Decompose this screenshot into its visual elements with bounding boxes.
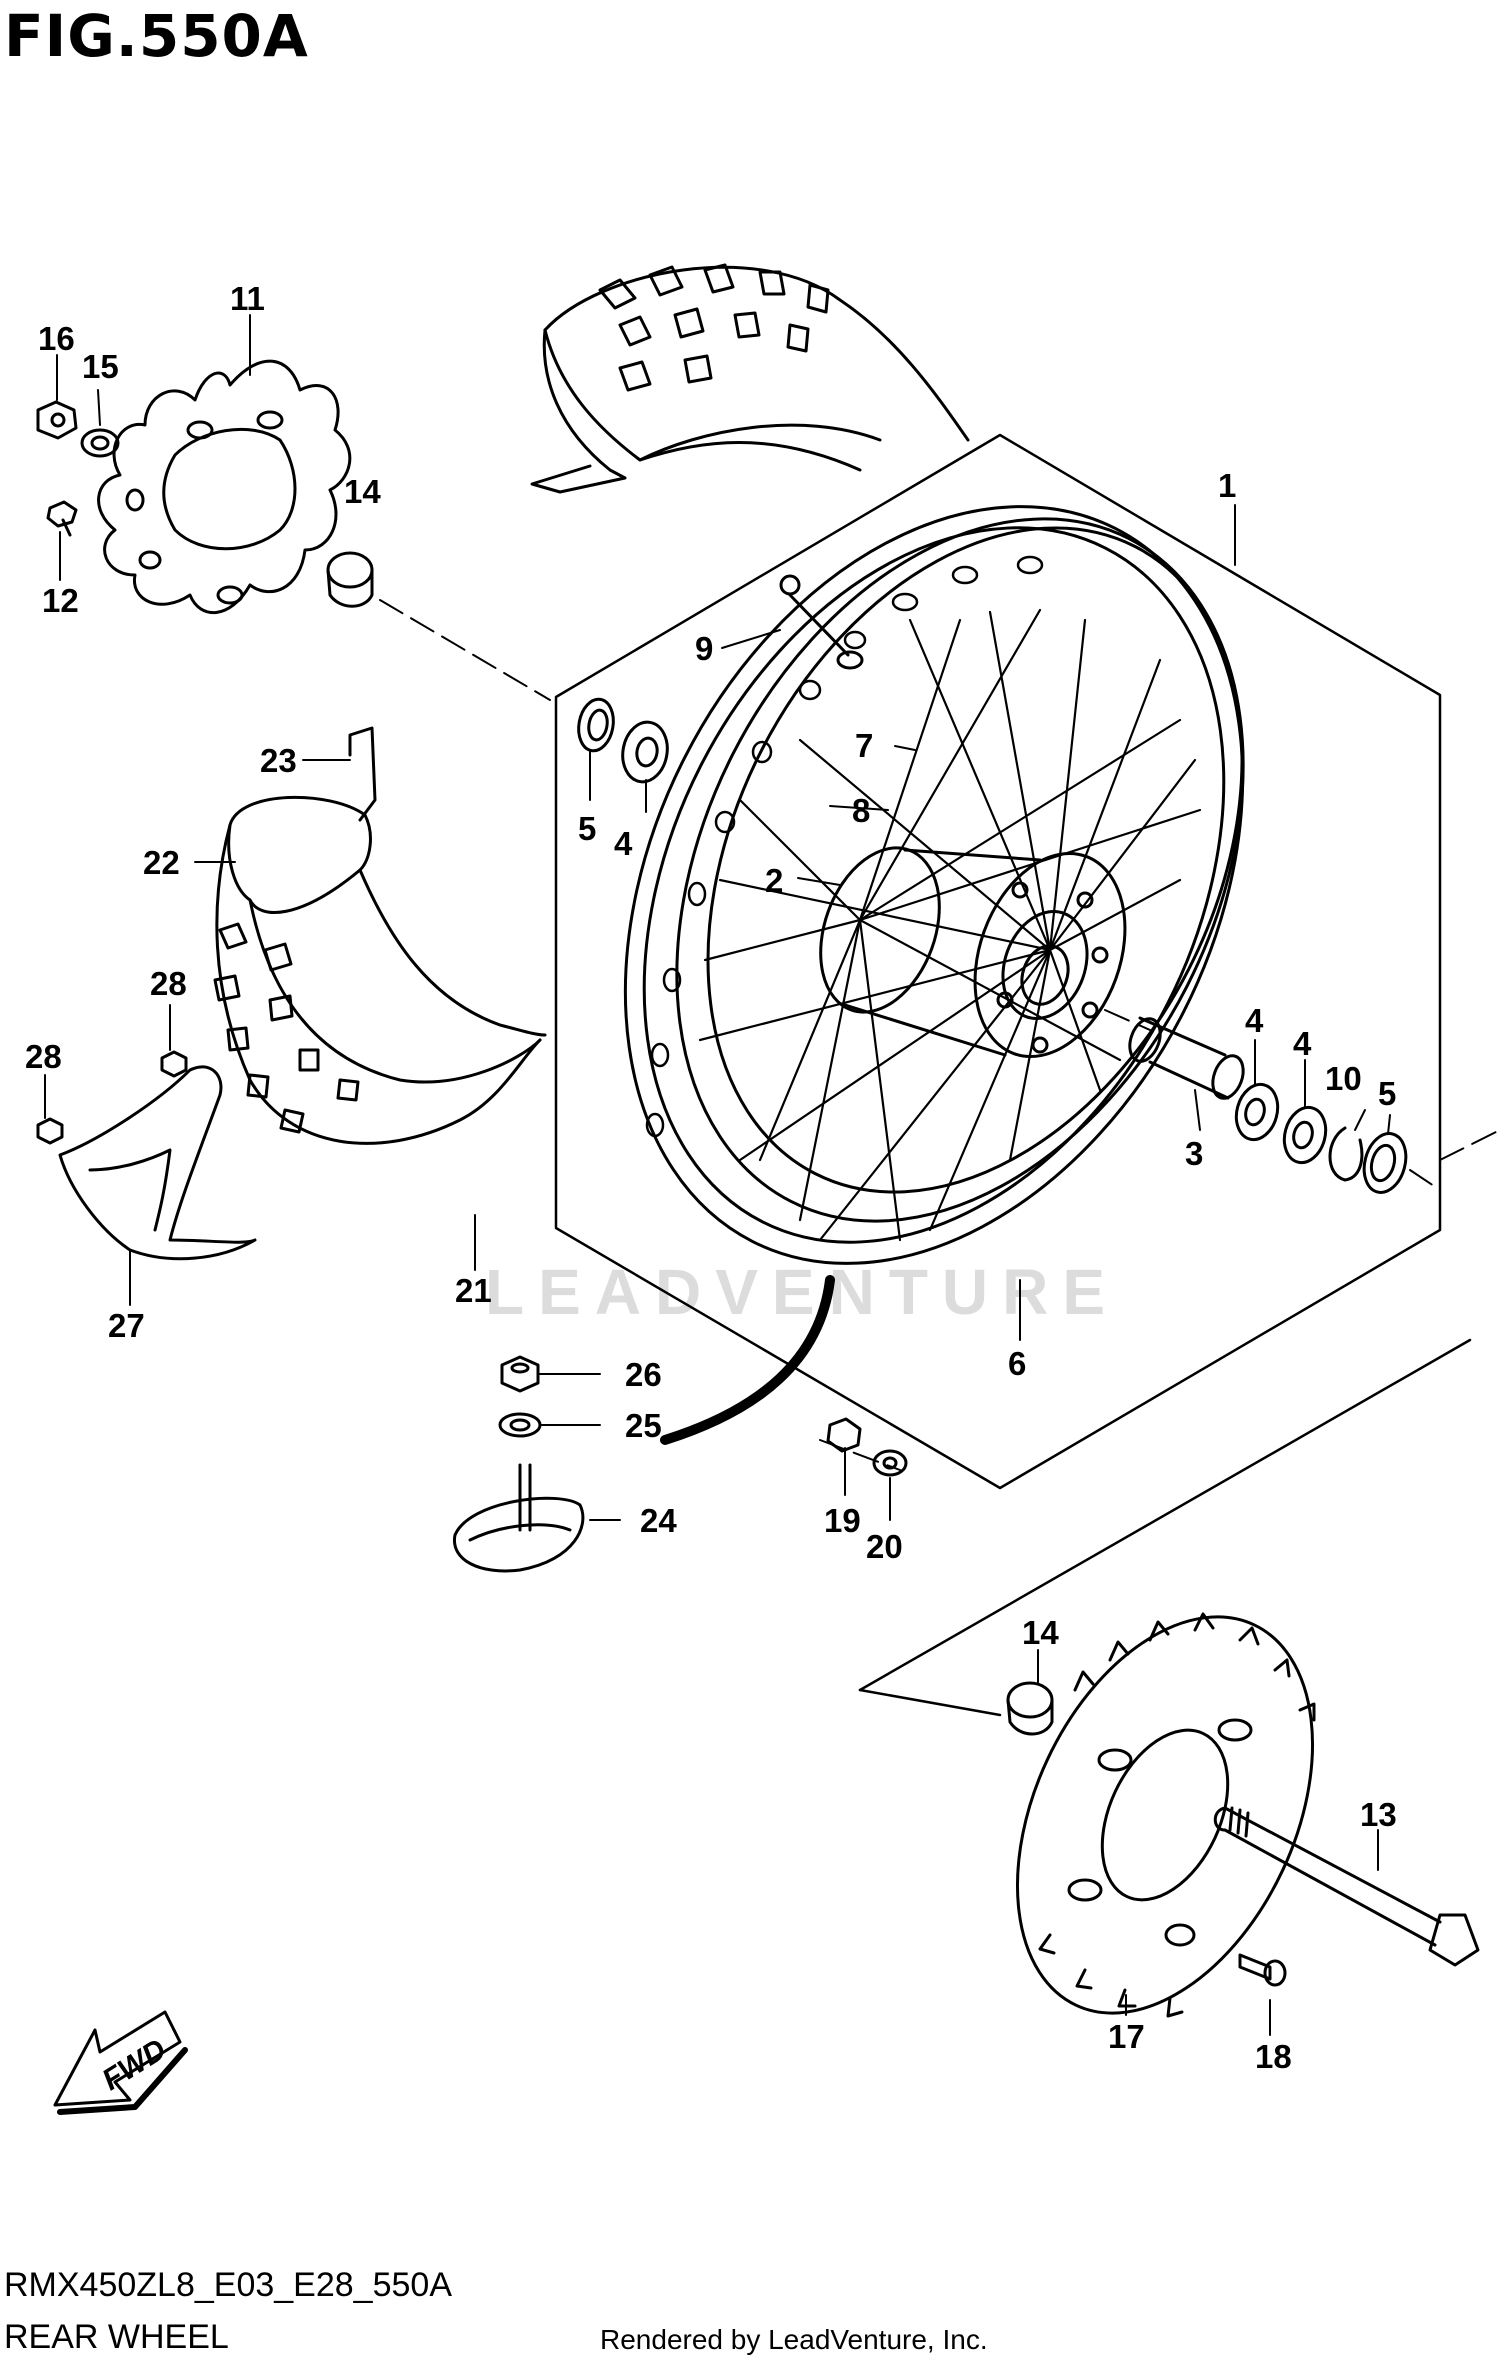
bolt-18 (1238, 1953, 1287, 1987)
watermark: LEADVENTURE (485, 1256, 1120, 1328)
bearing-left (621, 720, 669, 784)
bolt-28-lower (36, 1117, 64, 1145)
callout-leaders (44, 314, 1391, 2036)
callout-15: 15 (82, 348, 119, 385)
circlip (1328, 1126, 1364, 1182)
callout-16: 16 (38, 320, 75, 357)
disc-guard (58, 1065, 257, 1261)
callout-26: 26 (625, 1356, 662, 1393)
callout-4-right-2: 4 (1293, 1025, 1312, 1062)
washer-15 (80, 428, 120, 458)
callout-labels: 1 2 3 4 4 4 5 5 6 7 8 9 10 11 12 13 14 1… (25, 280, 1397, 2075)
callout-14-upper: 14 (344, 473, 381, 510)
callout-28-lower: 28 (25, 1038, 62, 1075)
nut-26 (500, 1355, 540, 1393)
callout-1: 1 (1218, 467, 1236, 504)
axle (1213, 1806, 1480, 1967)
brake-disc (97, 359, 352, 614)
assembly-leaders (379, 599, 1500, 1471)
callout-17: 17 (1108, 2018, 1145, 2055)
oil-seal-left (577, 697, 615, 753)
callout-11: 11 (230, 280, 265, 317)
sprocket-box (858, 1338, 1472, 1717)
rim (623, 505, 1245, 1265)
section-name: REAR WHEEL (4, 2318, 229, 2356)
callout-3: 3 (1185, 1135, 1203, 1172)
callout-12: 12 (42, 582, 79, 619)
callout-9: 9 (695, 630, 713, 667)
washer-25 (498, 1412, 542, 1438)
callout-5-left: 5 (578, 810, 596, 847)
tire-lower (213, 726, 547, 1145)
collar-lower (1006, 1681, 1054, 1736)
callout-4-right-1: 4 (1245, 1002, 1264, 1039)
callout-20: 20 (866, 1528, 903, 1565)
callout-4-left: 4 (614, 825, 633, 862)
rear-sprocket (1015, 1612, 1316, 2018)
callout-8: 8 (852, 792, 870, 829)
callout-22: 22 (143, 844, 180, 881)
callout-28-upper: 28 (150, 965, 187, 1002)
callout-14-lower: 14 (1022, 1614, 1059, 1651)
bearing-right-1 (1234, 1082, 1280, 1142)
assembly-box (554, 433, 1442, 1490)
callout-19: 19 (824, 1502, 861, 1539)
figure-title: FIG.550A (4, 2, 309, 70)
callout-13: 13 (1360, 1796, 1397, 1833)
callout-10: 10 (1325, 1060, 1362, 1097)
collar-upper (326, 551, 374, 608)
hub (819, 846, 1127, 1059)
callout-24: 24 (640, 1502, 677, 1539)
fwd-direction-arrow: FWD (53, 2010, 188, 2115)
tire-upper (530, 263, 970, 494)
model-code: RMX450ZL8_E03_E28_550A (4, 2266, 452, 2304)
axle-spacer (1128, 1016, 1245, 1100)
oil-seal-right (1362, 1132, 1408, 1194)
bolt-28-upper (160, 1050, 188, 1078)
callout-27: 27 (108, 1307, 145, 1344)
rim-nipple-holes (645, 555, 1044, 1138)
bolt-12 (46, 500, 78, 537)
callout-21: 21 (455, 1272, 492, 1309)
callout-2: 2 (765, 862, 783, 899)
callout-18: 18 (1255, 2038, 1292, 2075)
bearing-right-2 (1282, 1105, 1328, 1165)
nut-19 (826, 1417, 862, 1453)
render-credit: Rendered by LeadVenture, Inc. (600, 2324, 988, 2355)
callout-7: 7 (855, 727, 873, 764)
spoke-nipple (779, 574, 864, 670)
rim-lock (453, 1463, 585, 1573)
valve-stem-arc (660, 1275, 835, 1445)
callout-25: 25 (625, 1407, 662, 1444)
nut-16 (36, 400, 78, 440)
callout-6: 6 (1008, 1345, 1026, 1382)
washer-20 (872, 1449, 908, 1477)
callout-23: 23 (260, 742, 297, 779)
callout-5-right: 5 (1378, 1075, 1396, 1112)
